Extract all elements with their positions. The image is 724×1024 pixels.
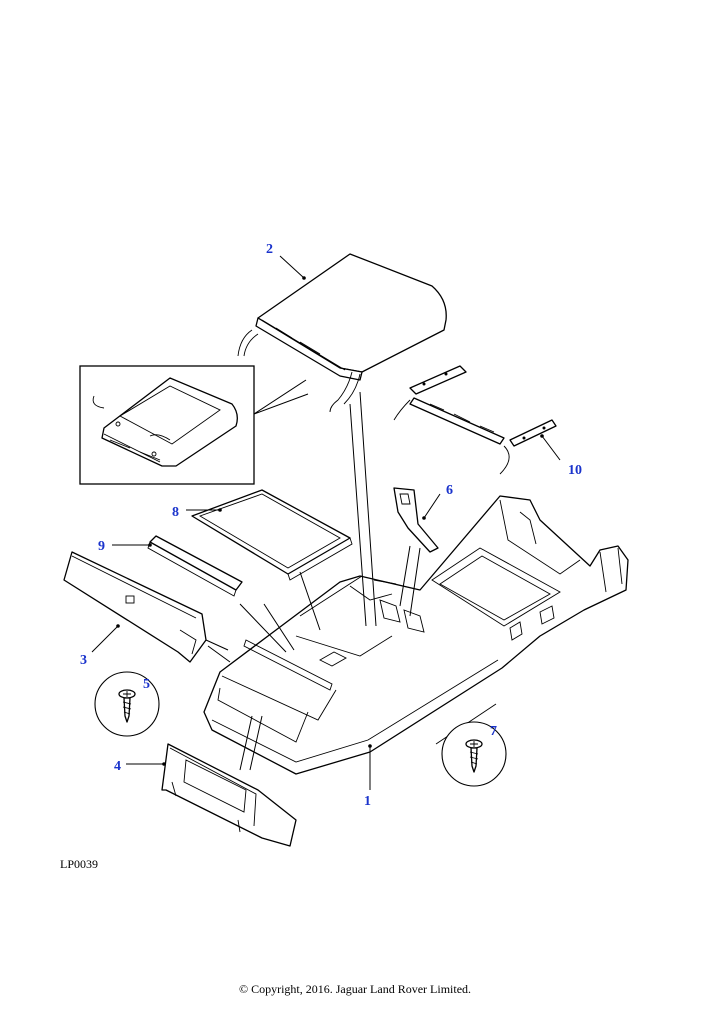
callout-6: 6 [446,483,453,498]
pad-part-8 [191,489,353,581]
callout-labels: 2 10 6 8 9 3 5 7 4 1 [80,242,582,809]
copyright-notice: © Copyright, 2016. Jaguar Land Rover Lim… [238,982,472,996]
callout-8: 8 [172,505,179,520]
screw-part-7 [441,721,507,787]
callout-3: 3 [80,653,87,668]
diagram-reference-code: LP0039 [60,857,98,871]
callout-5: 5 [143,677,150,692]
console-body-part-1 [203,391,629,775]
bracket-part-6 [393,487,439,553]
lid-underside-detail-inset [79,365,309,485]
hinge-assembly-part-10 [393,365,557,475]
callout-1: 1 [364,794,371,809]
screw-part-5 [94,671,160,737]
callout-4: 4 [114,759,121,774]
armrest-lid-part-2 [237,253,447,413]
lower-panel-part-4 [161,715,297,847]
callout-9: 9 [98,539,105,554]
callout-2: 2 [266,242,273,257]
callout-7: 7 [490,724,497,739]
side-panel-part-3 [63,551,231,663]
leader-lines [91,255,561,790]
callout-10: 10 [568,463,582,478]
trim-strip-part-9 [147,535,243,597]
